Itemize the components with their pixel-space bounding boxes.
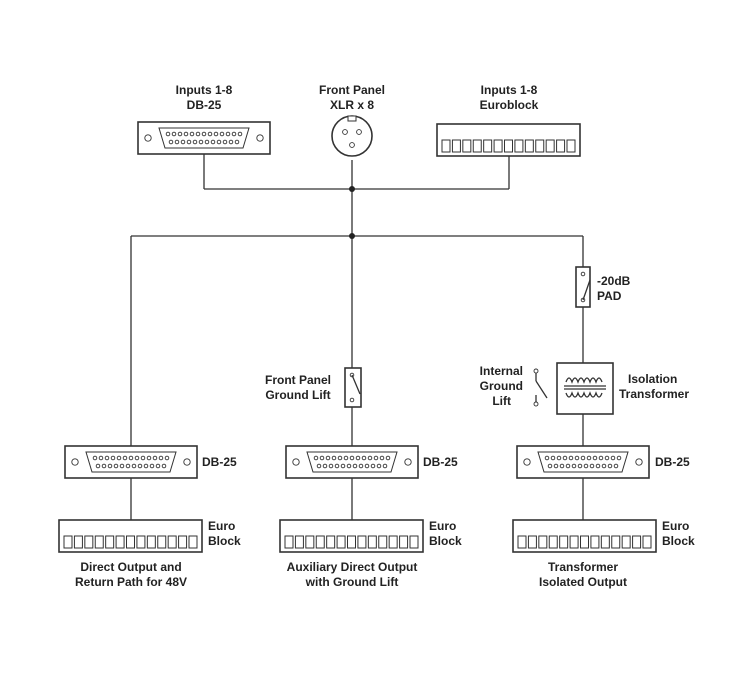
- euro-middle-label-line2: Block: [429, 534, 462, 548]
- transformer-label-line1: Isolation: [628, 372, 677, 386]
- middle-caption-line1: Auxiliary Direct Output: [287, 560, 418, 574]
- euroblock-input-connector: [436, 123, 581, 157]
- front-panel-ground-lift-switch: [344, 367, 362, 408]
- xlr-input-connector: [331, 115, 373, 157]
- front-panel-lift-label-line2: Ground Lift: [265, 388, 330, 402]
- pad-label-line2: PAD: [597, 289, 622, 303]
- euro-left-label-line2: Block: [208, 534, 241, 548]
- db25-left-label: DB-25: [202, 455, 237, 469]
- left-caption-line2: Return Path for 48V: [75, 575, 187, 589]
- junction-dot-top: [349, 186, 355, 192]
- left-caption-line1: Direct Output and: [80, 560, 181, 574]
- middle-caption-line2: with Ground Lift: [305, 575, 399, 589]
- xlr-input-label-line2: XLR x 8: [330, 98, 374, 112]
- db25-input-connector: [137, 121, 271, 155]
- pad-switch: [575, 266, 591, 308]
- euro-right-label-line2: Block: [662, 534, 695, 548]
- ground-lift-label-line3: Lift: [492, 394, 511, 408]
- right-caption-line2: Isolated Output: [539, 575, 627, 589]
- db25-output-right: [516, 445, 650, 479]
- pad-label-line1: -20dB: [597, 274, 631, 288]
- euroblock-output-middle: [279, 519, 424, 553]
- euro-input-label-line2: Euroblock: [480, 98, 539, 112]
- euro-input-label-line1: Inputs 1-8: [481, 83, 538, 97]
- db25-output-left: [64, 445, 198, 479]
- internal-ground-lift-switch: [533, 368, 548, 407]
- db25-middle-label: DB-25: [423, 455, 458, 469]
- right-caption-line1: Transformer: [548, 560, 618, 574]
- db25-input-label-line1: Inputs 1-8: [176, 83, 233, 97]
- ground-lift-label-line1: Internal: [480, 364, 523, 378]
- euro-right-label-line1: Euro: [662, 519, 689, 533]
- junction-dot-split: [349, 233, 355, 239]
- db25-output-middle: [285, 445, 419, 479]
- transformer-primary-coil: [565, 377, 603, 384]
- euroblock-output-right: [512, 519, 657, 553]
- euroblock-output-left: [58, 519, 203, 553]
- xlr-input-label-line1: Front Panel: [319, 83, 385, 97]
- euro-middle-label-line1: Euro: [429, 519, 456, 533]
- isolation-transformer: [556, 362, 614, 415]
- transformer-label-line2: Transformer: [619, 387, 689, 401]
- euro-left-label-line1: Euro: [208, 519, 235, 533]
- front-panel-lift-label-line1: Front Panel: [265, 373, 331, 387]
- db25-input-label-line2: DB-25: [187, 98, 222, 112]
- transformer-secondary-coil: [565, 391, 603, 398]
- ground-lift-label-line2: Ground: [480, 379, 523, 393]
- wiring: [130, 154, 584, 520]
- db25-right-label: DB-25: [655, 455, 690, 469]
